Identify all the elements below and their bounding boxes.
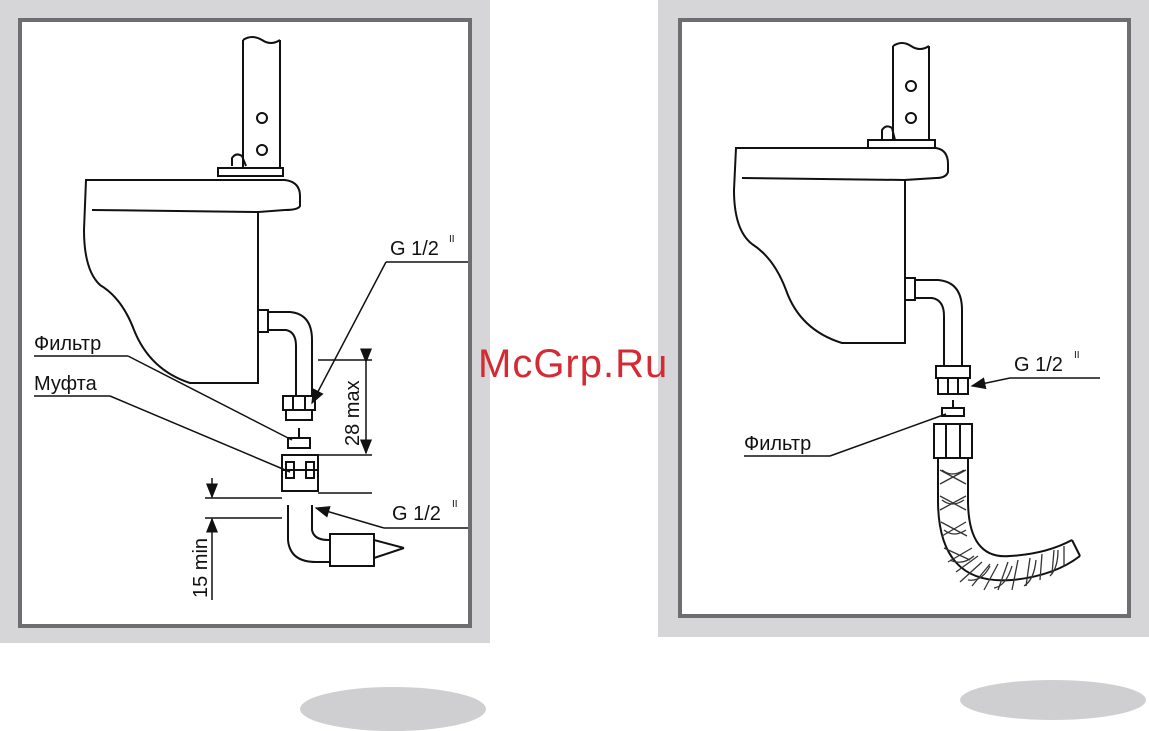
right-hose-braid (940, 470, 1064, 590)
left-bracket-hole-upper (257, 113, 267, 123)
right-page-number-oval (960, 680, 1146, 720)
right-thread-label: G 1/2 (1014, 354, 1063, 376)
left-thread-label-bottom: G 1/2 (392, 503, 441, 525)
left-page-number-oval (300, 687, 486, 731)
right-thread-mark: II (1074, 350, 1080, 361)
left-heater (84, 37, 404, 566)
right-filter-label: Фильтр (744, 433, 811, 455)
right-bracket-hole-upper (906, 81, 916, 91)
left-filter-label: Фильтр (34, 333, 101, 355)
left-coupling-label: Муфта (34, 373, 98, 395)
right-bent-pipe (915, 280, 962, 366)
left-dimension-max-label: 28 max (342, 380, 364, 446)
left-thread-label-top: G 1/2 (390, 238, 439, 260)
left-thread-mark-top: II (449, 234, 455, 245)
left-lower-pipe (288, 505, 330, 562)
right-hose-fitting (934, 424, 972, 458)
right-heater (734, 43, 1080, 580)
left-bent-pipe (268, 312, 312, 396)
right-bracket-hole-lower (906, 113, 916, 123)
left-bracket-hole-lower (257, 145, 267, 155)
right-heater-body (734, 148, 948, 343)
watermark-text: McGrp.Ru (478, 342, 668, 387)
left-dimension-min-label: 15 min (190, 538, 212, 598)
left-thread-mark-bottom: II (452, 499, 458, 510)
left-wall-bracket (243, 37, 280, 168)
left-coupling (282, 455, 318, 491)
